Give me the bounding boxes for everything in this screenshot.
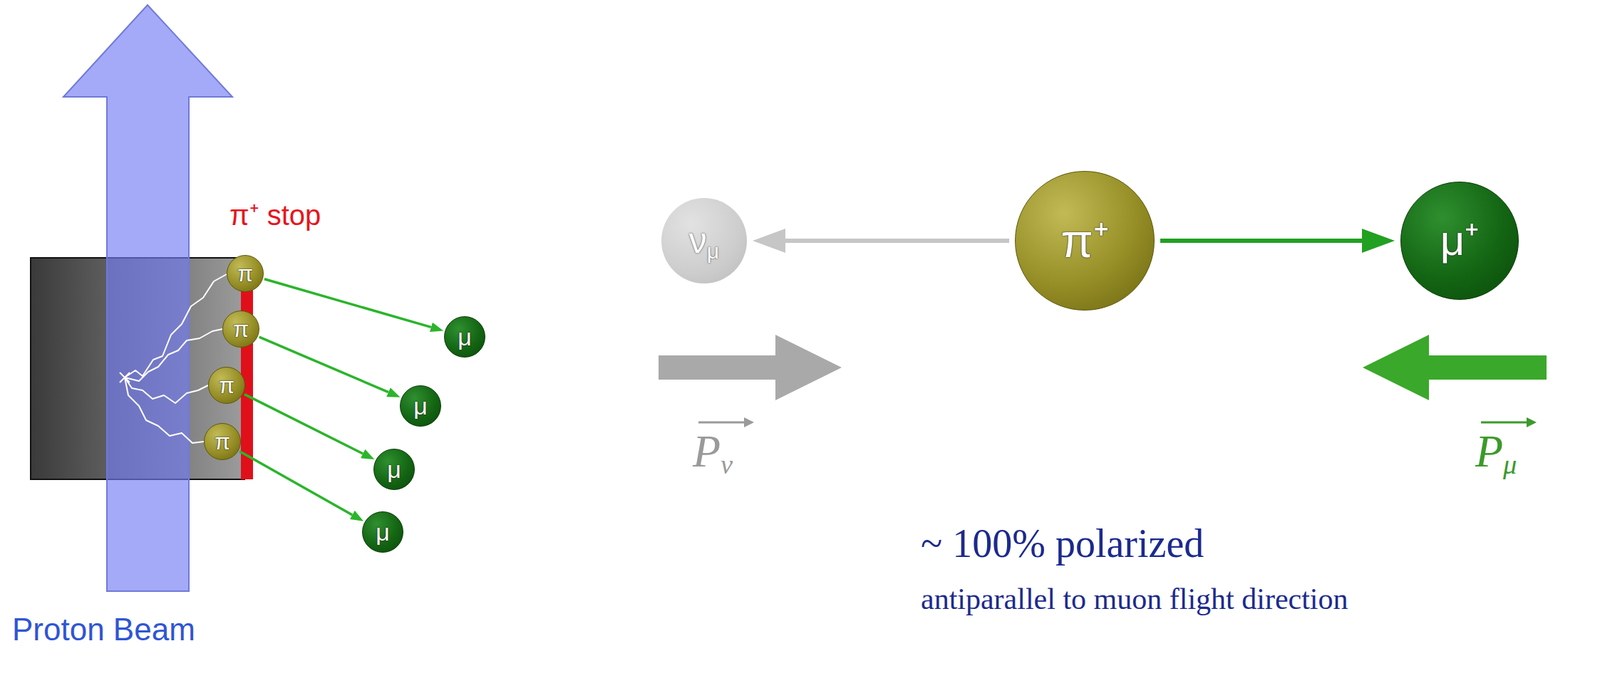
pion-tracks (119, 274, 227, 444)
decay-arrow (264, 279, 432, 328)
particle-symbol: π (218, 374, 235, 397)
proton-beam-arrow (63, 4, 233, 592)
pion-circle: π⁺ (1014, 171, 1155, 311)
polarization-vector: Pμ (1475, 429, 1517, 475)
beam-label: Proton Beam (12, 614, 196, 646)
particle-symbol: π (233, 317, 249, 341)
pion-circle: π (203, 423, 241, 461)
particle-symbol: μ (413, 394, 428, 419)
note-text: antiparallel to muon flight direction (920, 584, 1349, 615)
muon-circle: μ (444, 316, 486, 358)
particle-symbol: νμ (689, 223, 720, 259)
particle-symbol: μ⁺ (1440, 219, 1480, 263)
muon-circle: μ (362, 511, 404, 554)
pion-circle: π (208, 367, 246, 405)
particle-symbol: μ (386, 457, 402, 482)
symbol: P (692, 426, 721, 477)
note-text: ~ 100% polarized (920, 523, 1204, 564)
particle-symbol: π (214, 430, 231, 454)
pion-circle: π (226, 255, 264, 293)
subscript: ν (720, 449, 733, 480)
polarization-vector: Pν (692, 429, 733, 475)
decay-arrow (785, 238, 1010, 244)
particle-symbol: μ (457, 324, 472, 350)
particle-symbol: π (237, 262, 254, 286)
neutrino-spin-arrow (658, 334, 842, 401)
particle-symbol: π⁺ (1060, 217, 1109, 265)
muon-circle: μ (399, 385, 442, 427)
particle-symbol: μ (375, 520, 390, 545)
symbol: ν (689, 220, 707, 261)
muon-spin-arrow (1362, 334, 1547, 401)
decay-arrow (239, 451, 353, 516)
subscript: μ (706, 239, 720, 263)
decay-arrow (259, 337, 389, 393)
subscript: μ (1503, 449, 1517, 480)
decay-arrow (244, 394, 363, 454)
muon-circle: μ (373, 448, 415, 491)
symbol: P (1475, 426, 1504, 477)
vector-arrow (698, 417, 755, 428)
neutrino-circle: νμ (661, 198, 747, 284)
muon-circle: μ⁺ (1400, 181, 1519, 301)
stop-label: π⁺ stop (229, 200, 321, 230)
vector-arrow (1480, 417, 1537, 428)
decay-arrow (1160, 238, 1362, 244)
pion-circle: π (222, 310, 260, 348)
